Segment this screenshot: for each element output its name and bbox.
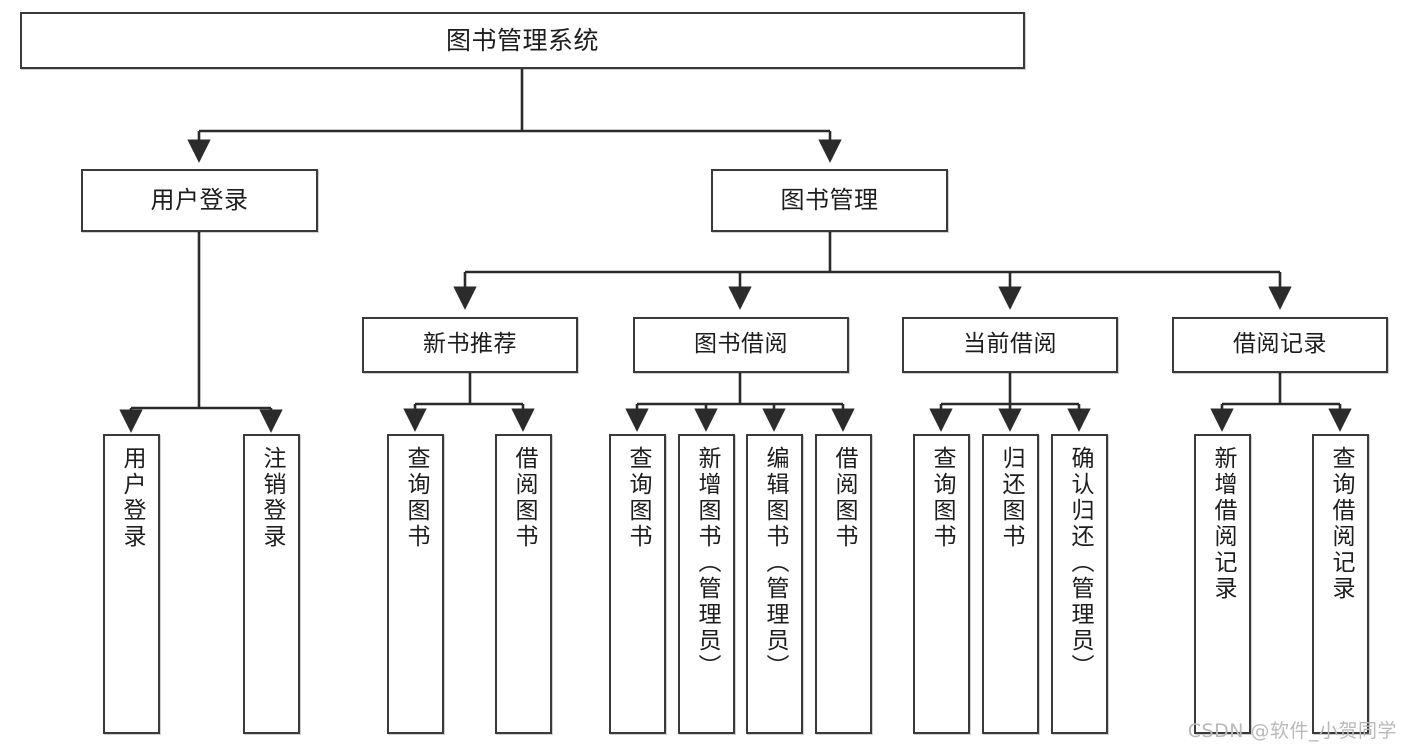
leaf-borrow-borrow-book[interactable]: 借阅图书 (815, 434, 872, 734)
node-new-book-recommend[interactable]: 新书推荐 (362, 317, 578, 373)
node-user-login[interactable]: 用户登录 (81, 169, 318, 232)
node-current-borrow[interactable]: 当前借阅 (902, 317, 1118, 373)
node-root-system[interactable]: 图书管理系统 (20, 12, 1025, 69)
node-borrow-records[interactable]: 借阅记录 (1172, 317, 1388, 373)
leaf-current-return-book[interactable]: 归还图书 (982, 434, 1039, 734)
node-label: 查询图书 (929, 446, 955, 550)
node-label: 查询图书 (403, 446, 429, 550)
node-label: 编辑图书（管理员） (762, 446, 788, 680)
node-label: 新书推荐 (423, 331, 517, 358)
node-label: 图书管理系统 (445, 25, 599, 55)
leaf-current-confirm-return-admin[interactable]: 确认归还（管理员） (1051, 434, 1108, 734)
node-label: 当前借阅 (963, 331, 1057, 358)
node-book-management[interactable]: 图书管理 (711, 169, 948, 232)
leaf-current-query-book[interactable]: 查询图书 (913, 434, 970, 734)
node-label: 查询图书 (625, 446, 651, 550)
leaf-borrow-edit-book-admin[interactable]: 编辑图书（管理员） (746, 434, 803, 734)
node-label: 借阅图书 (511, 446, 537, 550)
leaf-borrow-query-book[interactable]: 查询图书 (609, 434, 666, 734)
node-label: 新增图书（管理员） (694, 446, 720, 680)
leaf-records-query-record[interactable]: 查询借阅记录 (1312, 434, 1369, 734)
node-label: 注销登录 (259, 446, 285, 550)
node-book-borrow[interactable]: 图书借阅 (633, 317, 849, 373)
node-label: 用户登录 (150, 186, 249, 215)
node-label: 用户登录 (119, 446, 145, 550)
node-label: 查询借阅记录 (1328, 446, 1354, 602)
node-label: 确认归还（管理员） (1067, 446, 1093, 680)
node-label: 借阅记录 (1233, 331, 1327, 358)
leaf-recommend-query-book[interactable]: 查询图书 (387, 434, 444, 734)
node-label: 借阅图书 (831, 446, 857, 550)
leaf-records-add-record[interactable]: 新增借阅记录 (1194, 434, 1251, 734)
csdn-watermark: CSDN @软件_小贺同学 (1187, 720, 1397, 742)
node-label: 图书借阅 (694, 331, 788, 358)
node-label: 归还图书 (998, 446, 1024, 550)
node-label: 图书管理 (780, 186, 879, 215)
leaf-user-login-login[interactable]: 用户登录 (103, 434, 160, 734)
leaf-user-login-logout[interactable]: 注销登录 (243, 434, 300, 734)
leaf-recommend-borrow-book[interactable]: 借阅图书 (495, 434, 552, 734)
node-label: 新增借阅记录 (1210, 446, 1236, 602)
leaf-borrow-add-book-admin[interactable]: 新增图书（管理员） (678, 434, 735, 734)
